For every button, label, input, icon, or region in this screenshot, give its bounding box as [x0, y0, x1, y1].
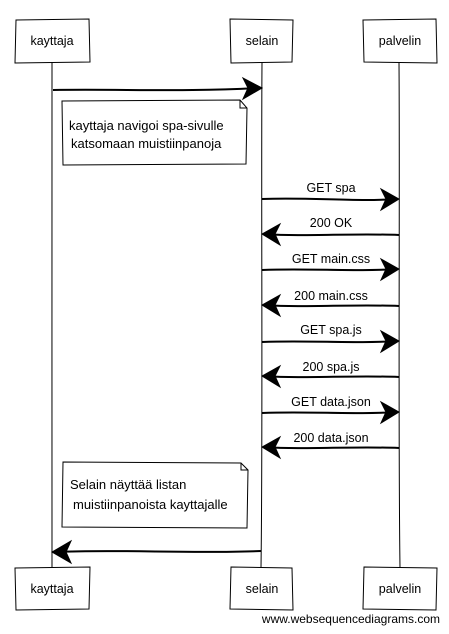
- lifeline-selain: [260, 61, 263, 569]
- message-label: 200 data.json: [293, 431, 368, 445]
- message-label: 200 spa.js: [303, 360, 360, 374]
- participant-bottom-selain: selain: [229, 566, 294, 611]
- message-get-spa: GET spa: [261, 181, 400, 212]
- participant-label: selain: [246, 582, 279, 596]
- participant-top-kayttaja: kayttaja: [14, 18, 91, 64]
- note-line: Selain näyttää listan: [70, 477, 186, 492]
- message-kayttaja-to-selain: [52, 76, 264, 101]
- message-label: GET main.css: [292, 252, 370, 266]
- message-label: 200 main.css: [294, 289, 368, 303]
- participant-label: palvelin: [379, 34, 421, 48]
- participant-bottom-kayttaja: kayttaja: [14, 566, 91, 611]
- message-200-main-css: 200 main.css: [261, 289, 400, 318]
- lifeline-palvelin: [398, 61, 401, 569]
- message-label: 200 OK: [310, 216, 353, 230]
- lifeline-kayttaja: [51, 61, 53, 569]
- participant-bottom-palvelin: palvelin: [362, 566, 438, 611]
- participant-label: selain: [246, 34, 279, 48]
- message-selain-to-kayttaja: [51, 539, 262, 565]
- watermark: www.websequencediagrams.com: [261, 612, 440, 626]
- message-label: GET data.json: [291, 395, 371, 409]
- note-line: katsomaan muistiinpanoja: [71, 136, 222, 151]
- note-render: Selain näyttää listan muistiinpanoista k…: [61, 461, 249, 529]
- participant-top-palvelin: palvelin: [362, 18, 438, 64]
- message-label: GET spa.js: [300, 323, 362, 337]
- message-200-data-json: 200 data.json: [261, 431, 400, 460]
- message-get-data-json: GET data.json: [261, 395, 400, 425]
- message-200-spa-js: 200 spa.js: [261, 360, 400, 389]
- message-get-main-css: GET main.css: [261, 252, 400, 282]
- participant-label: kayttaja: [30, 34, 73, 48]
- message-get-spa-js: GET spa.js: [261, 323, 400, 354]
- participant-top-selain: selain: [229, 18, 294, 64]
- message-label: GET spa: [306, 181, 355, 195]
- note-navigation: kayttaja navigoi spa-sivulle katsomaan m…: [61, 99, 248, 166]
- note-line: kayttaja navigoi spa-sivulle: [69, 118, 224, 133]
- participant-label: palvelin: [379, 582, 421, 596]
- participant-label: kayttaja: [30, 582, 73, 596]
- message-200-ok: 200 OK: [261, 216, 400, 247]
- note-line: muistiinpanoista kayttajalle: [73, 497, 228, 512]
